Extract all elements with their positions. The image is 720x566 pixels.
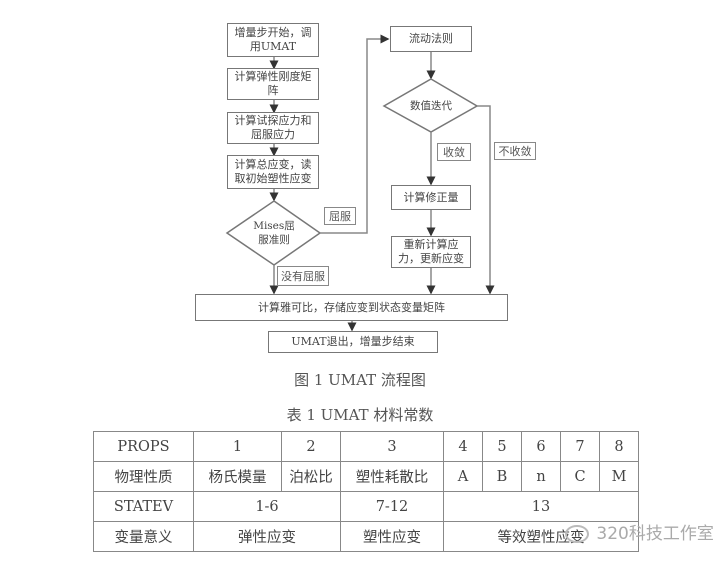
label-not-converge: 不收敛 xyxy=(494,142,536,160)
table-cell: PROPS xyxy=(93,431,194,462)
flow-step-elastic-stiffness: 计算弹性刚度矩阵 xyxy=(227,68,319,100)
table-cell: 塑性耗散比 xyxy=(340,461,444,492)
step-text: 流动法则 xyxy=(409,32,453,45)
flow-step-jacobian: 计算雅可比，存储应变到状态变量矩阵 xyxy=(195,294,508,321)
table-cell: A xyxy=(443,461,483,492)
flow-step-correction: 计算修正量 xyxy=(391,185,471,210)
table-row: 物理性质 杨氏模量 泊松比 塑性耗散比 A B n C M xyxy=(93,461,639,492)
step-text: UMAT退出，增量步结束 xyxy=(291,335,415,348)
flow-step-exit: UMAT退出，增量步结束 xyxy=(268,331,438,353)
step-text: 计算雅可比，存储应变到状态变量矩阵 xyxy=(258,300,445,314)
table-cell: 泊松比 xyxy=(281,461,341,492)
table-cell: 4 xyxy=(443,431,483,462)
label-yield: 屈服 xyxy=(324,207,356,225)
label-no-yield: 没有屈服 xyxy=(277,266,329,286)
step-text: 计算弹性刚度矩阵 xyxy=(234,70,312,97)
table-row: PROPS 1 2 3 4 5 6 7 8 xyxy=(93,431,639,462)
table-cell: 1 xyxy=(193,431,282,462)
flow-step-total-strain: 计算总应变，读取初始塑性应变 xyxy=(227,155,319,189)
table-cell: 7 xyxy=(560,431,600,462)
table-cell: 6 xyxy=(521,431,561,462)
flow-step-start: 增量步开始，调用UMAT xyxy=(227,23,319,57)
table-cell: 物理性质 xyxy=(93,461,194,492)
table-cell: 1-6 xyxy=(193,491,341,522)
decision-iteration: 数值迭代 xyxy=(410,100,452,112)
step-text-line: 重新计算应 xyxy=(403,238,459,251)
flow-step-trial-stress: 计算试探应力和屈服应力 xyxy=(227,112,319,144)
watermark-text: 320科技工作室 xyxy=(596,524,714,544)
table-cell: 3 xyxy=(340,431,444,462)
step-text: 计算修正量 xyxy=(403,190,459,204)
table-caption: 表 1 UMAT 材料常数 xyxy=(286,406,434,424)
table-cell: C xyxy=(560,461,600,492)
material-constants-table: PROPS 1 2 3 4 5 6 7 8 物理性质 杨氏模量 泊松比 塑性耗散… xyxy=(93,431,639,552)
table-cell: 2 xyxy=(281,431,341,462)
table-cell: 5 xyxy=(482,431,522,462)
table-cell: 13 xyxy=(443,491,639,522)
table-row: 变量意义 弹性应变 塑性应变 等效塑性应变 xyxy=(93,521,639,552)
table-cell: n xyxy=(521,461,561,492)
watermark: 320科技工作室 xyxy=(565,519,714,544)
decision-text: 服准则 xyxy=(258,234,290,246)
table-row: STATEV 1-6 7-12 13 xyxy=(93,491,639,522)
flow-step-recompute: 重新计算应 力，更新应变 xyxy=(391,236,471,268)
table-cell: 杨氏模量 xyxy=(193,461,282,492)
label-converge: 收敛 xyxy=(437,143,471,161)
step-text-line: 力，更新应变 xyxy=(398,252,464,265)
step-text: 计算试探应力和屈服应力 xyxy=(234,114,312,141)
table-cell: 8 xyxy=(599,431,639,462)
step-text: 重新计算应 力，更新应变 xyxy=(398,238,464,266)
figure-caption: 图 1 UMAT 流程图 xyxy=(294,371,426,389)
table-cell: 变量意义 xyxy=(93,521,194,552)
decision-text: Mises屈 xyxy=(253,220,295,232)
table-cell: M xyxy=(599,461,639,492)
flow-step-flow-rule: 流动法则 xyxy=(390,26,472,52)
table-cell: STATEV xyxy=(93,491,194,522)
table-cell: 7-12 xyxy=(340,491,444,522)
table-cell: B xyxy=(482,461,522,492)
table-cell: 弹性应变 xyxy=(193,521,341,552)
table-cell: 塑性应变 xyxy=(340,521,444,552)
step-text: 增量步开始，调用UMAT xyxy=(234,26,312,53)
table-cell: 等效塑性应变 xyxy=(443,521,639,552)
wechat-icon xyxy=(565,525,589,543)
step-text: 计算总应变，读取初始塑性应变 xyxy=(234,158,312,185)
decision-mises: Mises屈 服准则 xyxy=(244,219,304,247)
